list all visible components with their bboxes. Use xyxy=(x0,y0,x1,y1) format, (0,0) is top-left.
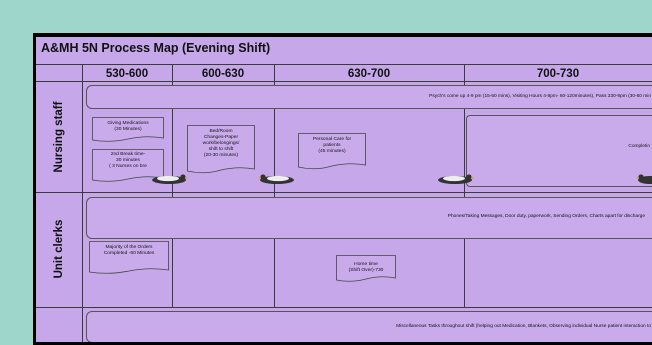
lane-divider-2 xyxy=(36,307,652,308)
home-time-text: Home time (Shift Over)-730 xyxy=(348,262,384,273)
column-divider-1 xyxy=(172,64,173,307)
completing-text: Completin xyxy=(628,144,650,149)
nursing-band: Psych's come up 4-9 pm (15-60 mins), Vis… xyxy=(86,85,652,109)
column-header: 630-700 xyxy=(347,68,391,80)
orders-completed-box: Majority of the Orders Completed -60 Min… xyxy=(89,241,169,275)
diagram-title: A&MH 5N Process Map (Evening Shift) xyxy=(41,41,271,55)
lane-label-clerks: Unit clerks xyxy=(53,219,65,279)
header-divider xyxy=(36,81,652,82)
column-header: 600-630 xyxy=(201,68,245,80)
orders-completed-text: Majority of the Orders Completed -60 Min… xyxy=(103,245,155,256)
giving-medications-box: Giving Medications (30 Minutes) xyxy=(92,117,164,143)
duck-icon xyxy=(436,172,474,184)
duck-icon xyxy=(258,172,296,184)
clerks-band-text: Phones/Taking Messages, Door duty, paper… xyxy=(447,214,645,219)
break-time-text: 2nd Break time- 30 minutes ( 3 Nurses on… xyxy=(109,152,147,169)
misc-band: Miscellaneous Tasks throughout shift (he… xyxy=(86,311,652,342)
bed-room-changes-text: Bed/Room Changes-Paper work/belongings/ … xyxy=(202,129,240,158)
home-time-box: Home time (Shift Over)-730 xyxy=(336,255,396,283)
lane-label-nursing: Nursing staff xyxy=(53,101,65,173)
personal-care-box: Personal Care for patients (45 minutes) xyxy=(298,133,366,171)
process-map-sheet: A&MH 5N Process Map (Evening Shift) 530-… xyxy=(36,37,652,342)
nursing-band-text: Psych's come up 4-9 pm (15-60 mins), Vis… xyxy=(429,94,651,99)
title-divider xyxy=(36,64,652,65)
column-header: 700-730 xyxy=(536,68,580,80)
lane-label-divider xyxy=(82,64,83,342)
completing-band: Completin xyxy=(466,115,652,187)
clerks-band: Phones/Taking Messages, Door duty, paper… xyxy=(86,197,652,239)
column-divider-2 xyxy=(274,64,275,307)
column-header: 530-600 xyxy=(105,68,149,80)
duck-icon xyxy=(150,172,188,184)
personal-care-text: Personal Care for patients (45 minutes) xyxy=(312,137,352,154)
lane-divider-1 xyxy=(36,192,652,193)
duck-icon xyxy=(636,172,652,184)
misc-band-text: Miscellaneous Tasks throughout shift (he… xyxy=(396,324,651,329)
column-divider-3 xyxy=(464,64,465,307)
giving-medications-text: Giving Medications (30 Minutes) xyxy=(107,121,149,132)
bed-room-changes-box: Bed/Room Changes-Paper work/belongings/ … xyxy=(187,125,255,175)
